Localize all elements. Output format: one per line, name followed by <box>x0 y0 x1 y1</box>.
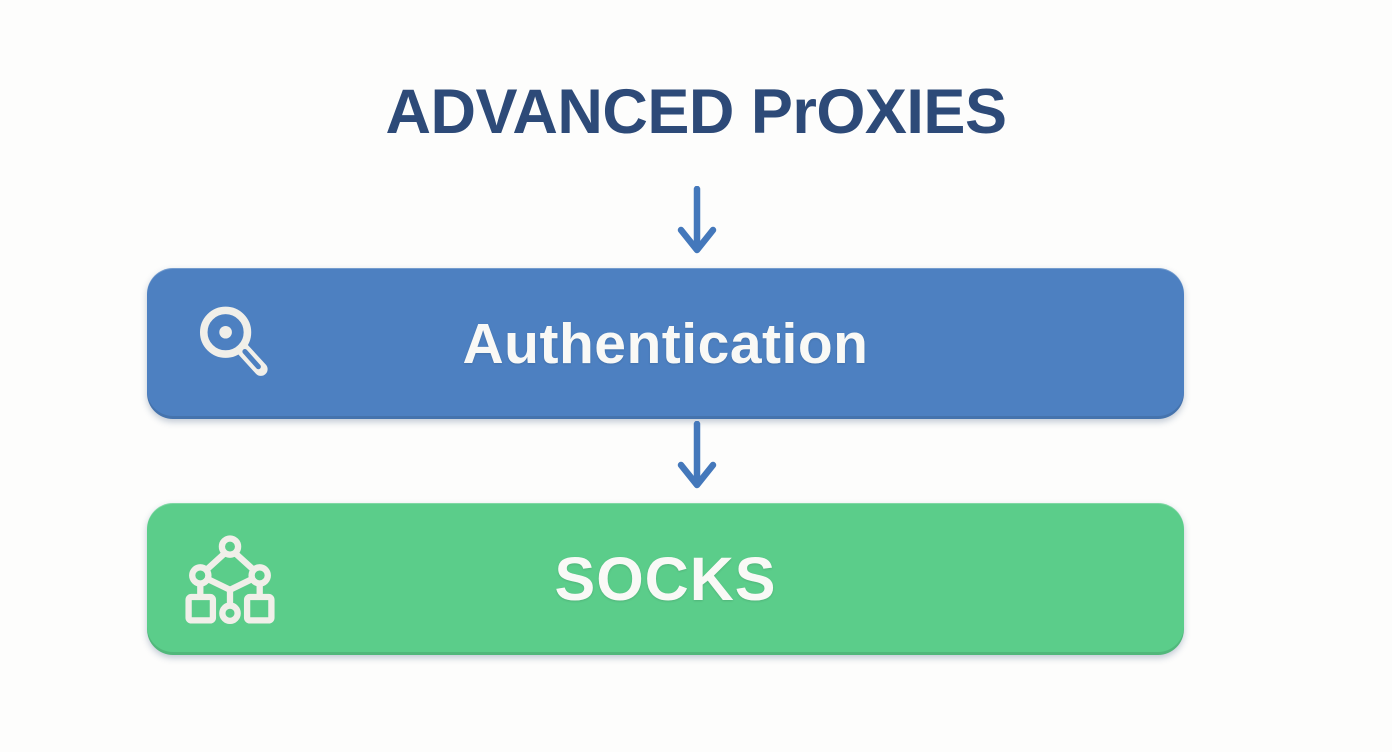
down-arrow-icon <box>677 421 717 489</box>
network-icon <box>185 535 275 624</box>
down-arrow-icon <box>677 186 717 254</box>
node-socks-label: SOCKS <box>554 545 777 613</box>
node-authentication-label: Authentication <box>462 311 869 376</box>
node-authentication[interactable]: Authentication <box>147 268 1184 419</box>
node-socks[interactable]: SOCKS <box>147 503 1184 655</box>
diagram-title: ADVANCED PrOXIES <box>385 77 1007 147</box>
search-icon <box>199 306 268 376</box>
